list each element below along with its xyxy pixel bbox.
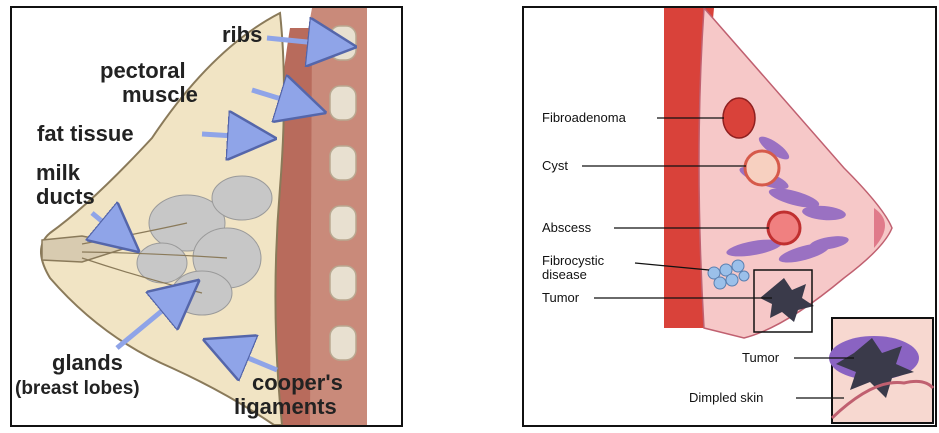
cyst-mass [745, 151, 779, 185]
inset-detail [829, 318, 933, 423]
label-tumor: Tumor [542, 290, 580, 305]
abscess-mass [768, 212, 800, 244]
label-pectoral: pectoral [100, 58, 186, 83]
breast-conditions-panel: Fibroadenoma Cyst Abscess Fibrocystic di… [522, 6, 937, 427]
label-coopers: cooper's [252, 370, 343, 395]
label-ducts: ducts [36, 184, 95, 209]
rib [330, 86, 356, 120]
label-disease: disease [542, 267, 587, 282]
rib [330, 146, 356, 180]
label-inset-tumor: Tumor [742, 350, 780, 365]
label-dimpled-skin: Dimpled skin [689, 390, 763, 405]
breast-conditions-diagram: Fibroadenoma Cyst Abscess Fibrocystic di… [524, 8, 935, 425]
rib [330, 326, 356, 360]
rib [330, 266, 356, 300]
rib [330, 206, 356, 240]
label-breast-lobes: (breast lobes) [15, 378, 140, 399]
label-cyst: Cyst [542, 158, 568, 173]
breast-anatomy-panel: ribs pectoral muscle fat tissue milk duc… [10, 6, 403, 427]
label-muscle: muscle [122, 82, 198, 107]
fibroadenoma-mass [723, 98, 755, 138]
label-glands: glands [52, 350, 123, 375]
breast-anatomy-diagram: ribs pectoral muscle fat tissue milk duc… [12, 8, 401, 425]
label-fibrocystic: Fibrocystic [542, 253, 605, 268]
label-ribs: ribs [222, 22, 262, 47]
gland-lobe [212, 176, 272, 220]
label-fat-tissue: fat tissue [37, 121, 134, 146]
label-ligaments: ligaments [234, 394, 337, 419]
label-abscess: Abscess [542, 220, 592, 235]
label-milk: milk [36, 160, 81, 185]
label-fibroadenoma: Fibroadenoma [542, 110, 627, 125]
